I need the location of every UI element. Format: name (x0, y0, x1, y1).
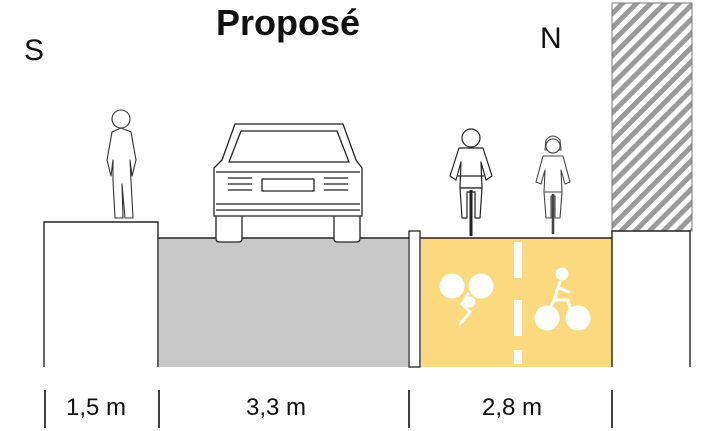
bike-lane-block (420, 237, 612, 367)
cyclist-icon (449, 128, 493, 236)
dimension-sidewalk-label: 1,5 m (66, 394, 127, 421)
cyclist-icon-2 (535, 135, 571, 234)
direction-south-label: S (24, 34, 45, 67)
bicycle-symbol-icon-2 (534, 267, 591, 331)
car-grille (228, 177, 348, 191)
direction-north-label: N (540, 22, 562, 55)
curb-separator (408, 230, 421, 368)
pedestrian-icon (106, 109, 137, 219)
dimension-ticks (44, 390, 613, 428)
right-sidewalk-block (611, 230, 691, 367)
car-icon (213, 123, 363, 243)
bicycle-symbol-icon (439, 273, 494, 326)
dimension-road-label: 3,3 m (246, 394, 307, 421)
diagram-title: Proposé (216, 2, 361, 43)
lane-dashed-line (514, 242, 522, 364)
sidewalk-block (43, 221, 159, 367)
hatched-building-icon (611, 2, 693, 232)
road-block (158, 237, 409, 367)
dimension-bike-lane-label: 2,8 m (482, 394, 543, 421)
